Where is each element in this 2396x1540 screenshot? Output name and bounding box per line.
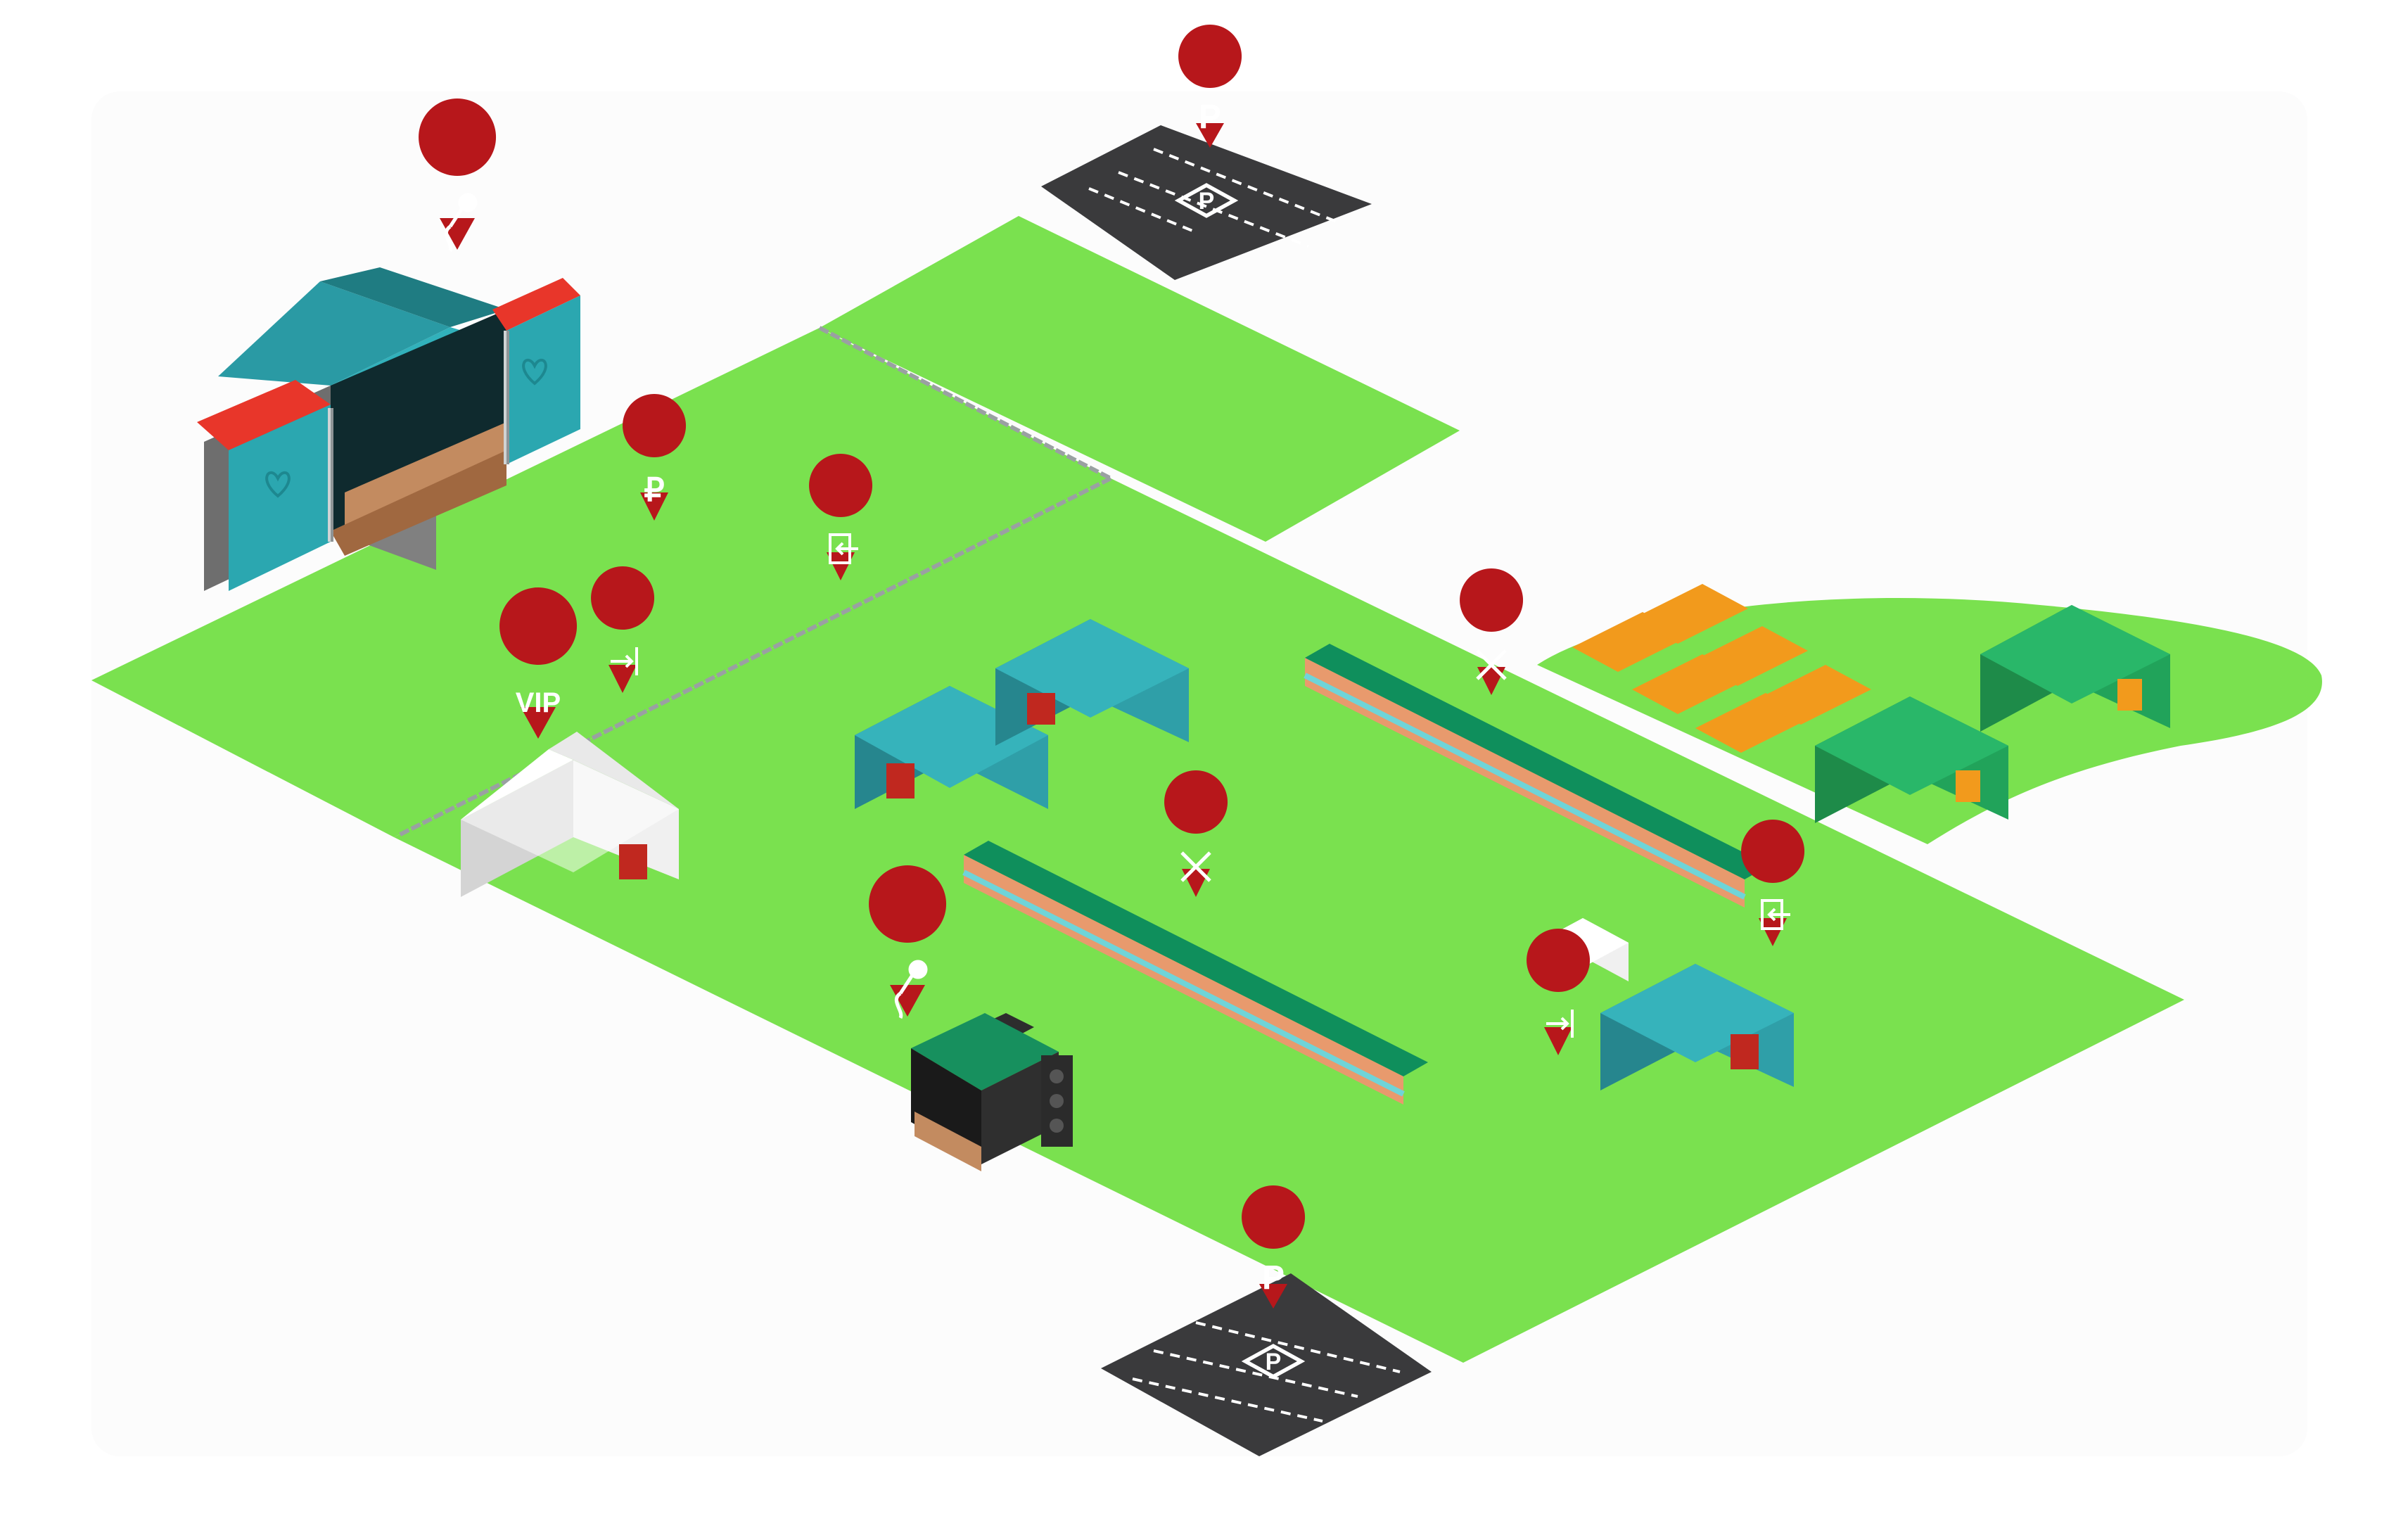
enter-icon bbox=[829, 533, 858, 564]
parking-lot-top: P bbox=[1041, 125, 1372, 280]
pin-cash-label: ₽ bbox=[644, 471, 664, 508]
pin-food-south[interactable] bbox=[1164, 770, 1228, 897]
small-stage-building[interactable] bbox=[911, 1013, 1073, 1171]
enter-icon bbox=[1546, 1010, 1574, 1038]
pin-cash[interactable]: ₽ bbox=[623, 394, 687, 521]
exit-icon bbox=[1761, 899, 1790, 930]
green-tent-2[interactable] bbox=[1980, 605, 2170, 732]
main-stage-building[interactable] bbox=[197, 267, 580, 591]
parking-lot-top-glyph: P bbox=[1199, 188, 1215, 215]
pin-exit-east[interactable] bbox=[1741, 820, 1805, 946]
grass-northeast-field bbox=[820, 216, 1460, 542]
pin-exit-west[interactable] bbox=[591, 566, 655, 693]
green-tent-1[interactable] bbox=[1815, 696, 2008, 823]
pin-entrance-west[interactable] bbox=[809, 454, 873, 580]
vip-tent[interactable] bbox=[461, 732, 679, 897]
parking-lot-bottom-glyph: P bbox=[1266, 1349, 1282, 1375]
pin-small-stage[interactable] bbox=[869, 865, 947, 1019]
teal-tent-3[interactable] bbox=[1600, 964, 1794, 1090]
fork-knife-icon bbox=[1476, 649, 1507, 680]
pin-main-stage[interactable] bbox=[419, 98, 497, 253]
microphone-icon bbox=[894, 960, 928, 1019]
food-stalls-north[interactable] bbox=[1304, 644, 1769, 908]
pin-food-north[interactable] bbox=[1460, 568, 1524, 695]
fence-divider-1 bbox=[818, 326, 1112, 481]
teal-tent-2[interactable] bbox=[995, 619, 1189, 746]
pin-vip[interactable]: VIP bbox=[499, 587, 578, 739]
pin-entrance-east[interactable] bbox=[1527, 929, 1591, 1055]
microphone-icon bbox=[444, 193, 478, 253]
food-stalls-south[interactable] bbox=[962, 841, 1428, 1105]
exit-icon bbox=[611, 647, 638, 675]
pin-parking-bottom[interactable]: P bbox=[1242, 1185, 1306, 1309]
pin-parking-bottom-label: P bbox=[1262, 1259, 1285, 1297]
grass-main-field bbox=[394, 478, 2184, 1363]
parking-lot-bottom: P bbox=[1101, 1273, 1432, 1456]
pin-vip-label: VIP bbox=[516, 687, 561, 718]
camping-cabins[interactable] bbox=[1572, 584, 1871, 753]
fork-knife-icon bbox=[1180, 851, 1211, 882]
pin-parking-top-label: P bbox=[1199, 98, 1221, 136]
pin-parking-top[interactable]: P bbox=[1178, 25, 1242, 148]
